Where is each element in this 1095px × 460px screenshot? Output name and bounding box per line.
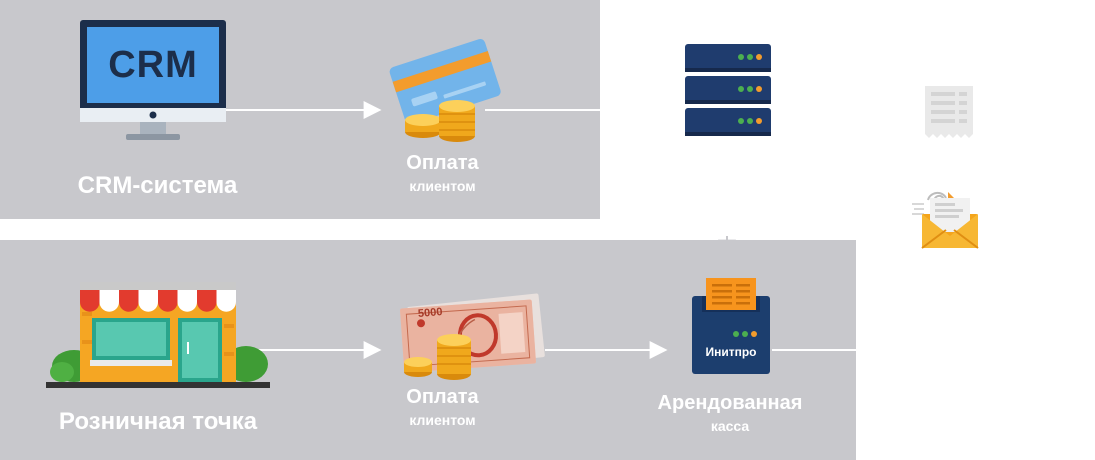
banknote-value: 5000: [417, 305, 443, 321]
crm-payment-sublabel: клиентом: [409, 178, 476, 194]
retail-payment-sublabel: клиентом: [409, 412, 476, 428]
coin-stack: [404, 334, 471, 380]
coin-stack: [405, 100, 475, 142]
crm-label: CRM-система: [77, 172, 238, 199]
server-icon: [685, 44, 771, 136]
cash-register-icon: [692, 278, 770, 374]
credit-card-coins-icon: [389, 38, 501, 142]
retail-payment-label: Оплата: [406, 386, 479, 408]
receipt-icon: [925, 86, 973, 138]
storefront-icon: [46, 282, 270, 388]
retail-label: Розничная точка: [58, 408, 258, 435]
crm-monitor-icon: [80, 20, 226, 140]
crm-screen-text: CRM: [108, 44, 198, 86]
banknotes-coins-icon: [400, 293, 545, 380]
register-sublabel: касса: [710, 418, 750, 434]
register-brand: Инитпро: [705, 345, 757, 359]
email-receipt-icon: [912, 192, 979, 249]
crm-payment-label: Оплата: [406, 152, 479, 174]
register-label: Арендованная: [657, 392, 803, 414]
awning: [80, 282, 236, 312]
